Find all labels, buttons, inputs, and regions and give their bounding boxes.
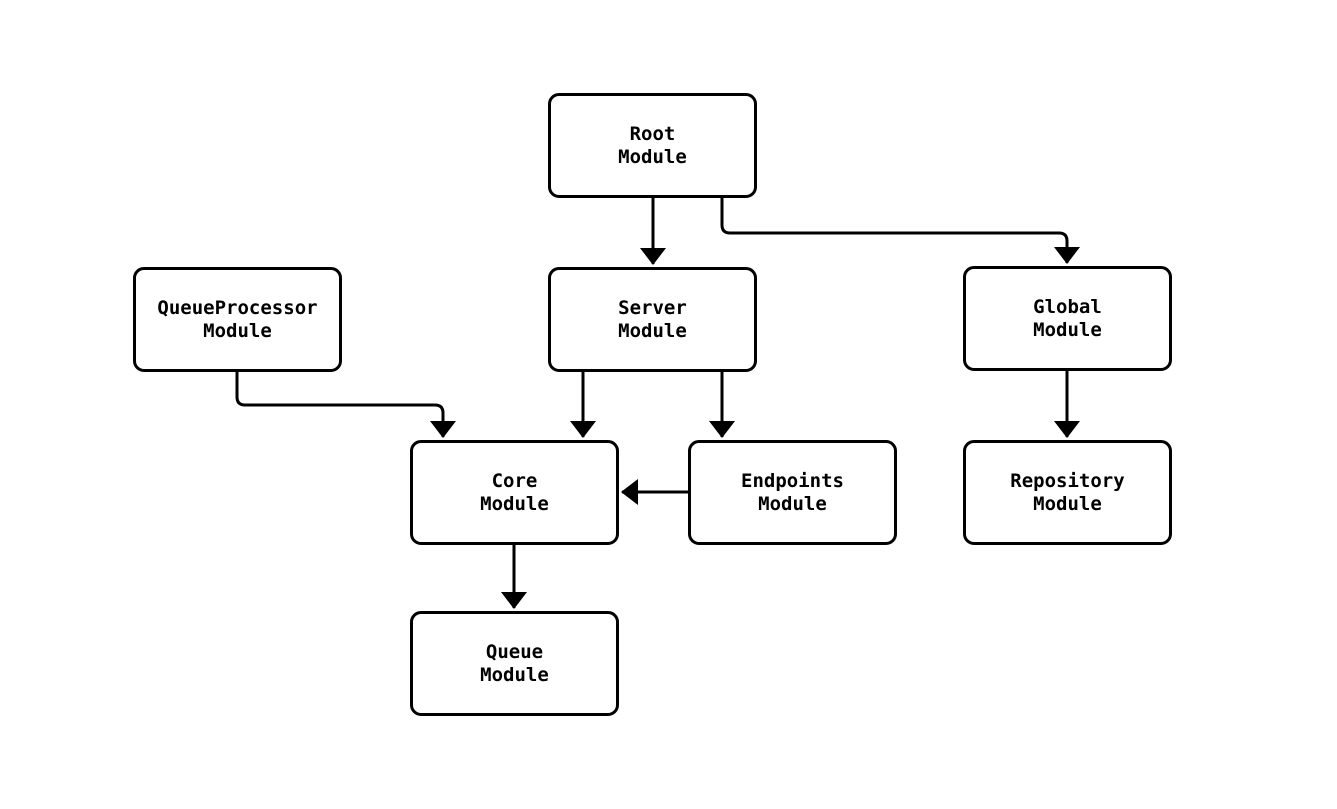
node-server-module-label: Server Module (618, 296, 687, 342)
node-root-module: Root Module (548, 93, 757, 198)
node-queueprocessor-module-label: QueueProcessor Module (157, 296, 318, 342)
node-queue-module: Queue Module (410, 611, 619, 716)
node-endpoints-module: Endpoints Module (688, 440, 897, 545)
node-root-module-label: Root Module (618, 122, 687, 168)
node-endpoints-module-label: Endpoints Module (741, 469, 844, 515)
node-core-module: Core Module (410, 440, 619, 545)
node-global-module-label: Global Module (1033, 295, 1102, 341)
edge-queueprocessor-to-core (235, 372, 456, 438)
node-global-module: Global Module (963, 266, 1172, 371)
node-repository-module: Repository Module (963, 440, 1172, 545)
node-core-module-label: Core Module (480, 469, 549, 515)
edge-root-to-global (720, 198, 1080, 264)
node-server-module: Server Module (548, 267, 757, 372)
node-queue-module-label: Queue Module (480, 640, 549, 686)
node-repository-module-label: Repository Module (1010, 469, 1125, 515)
node-queueprocessor-module: QueueProcessor Module (133, 267, 342, 372)
